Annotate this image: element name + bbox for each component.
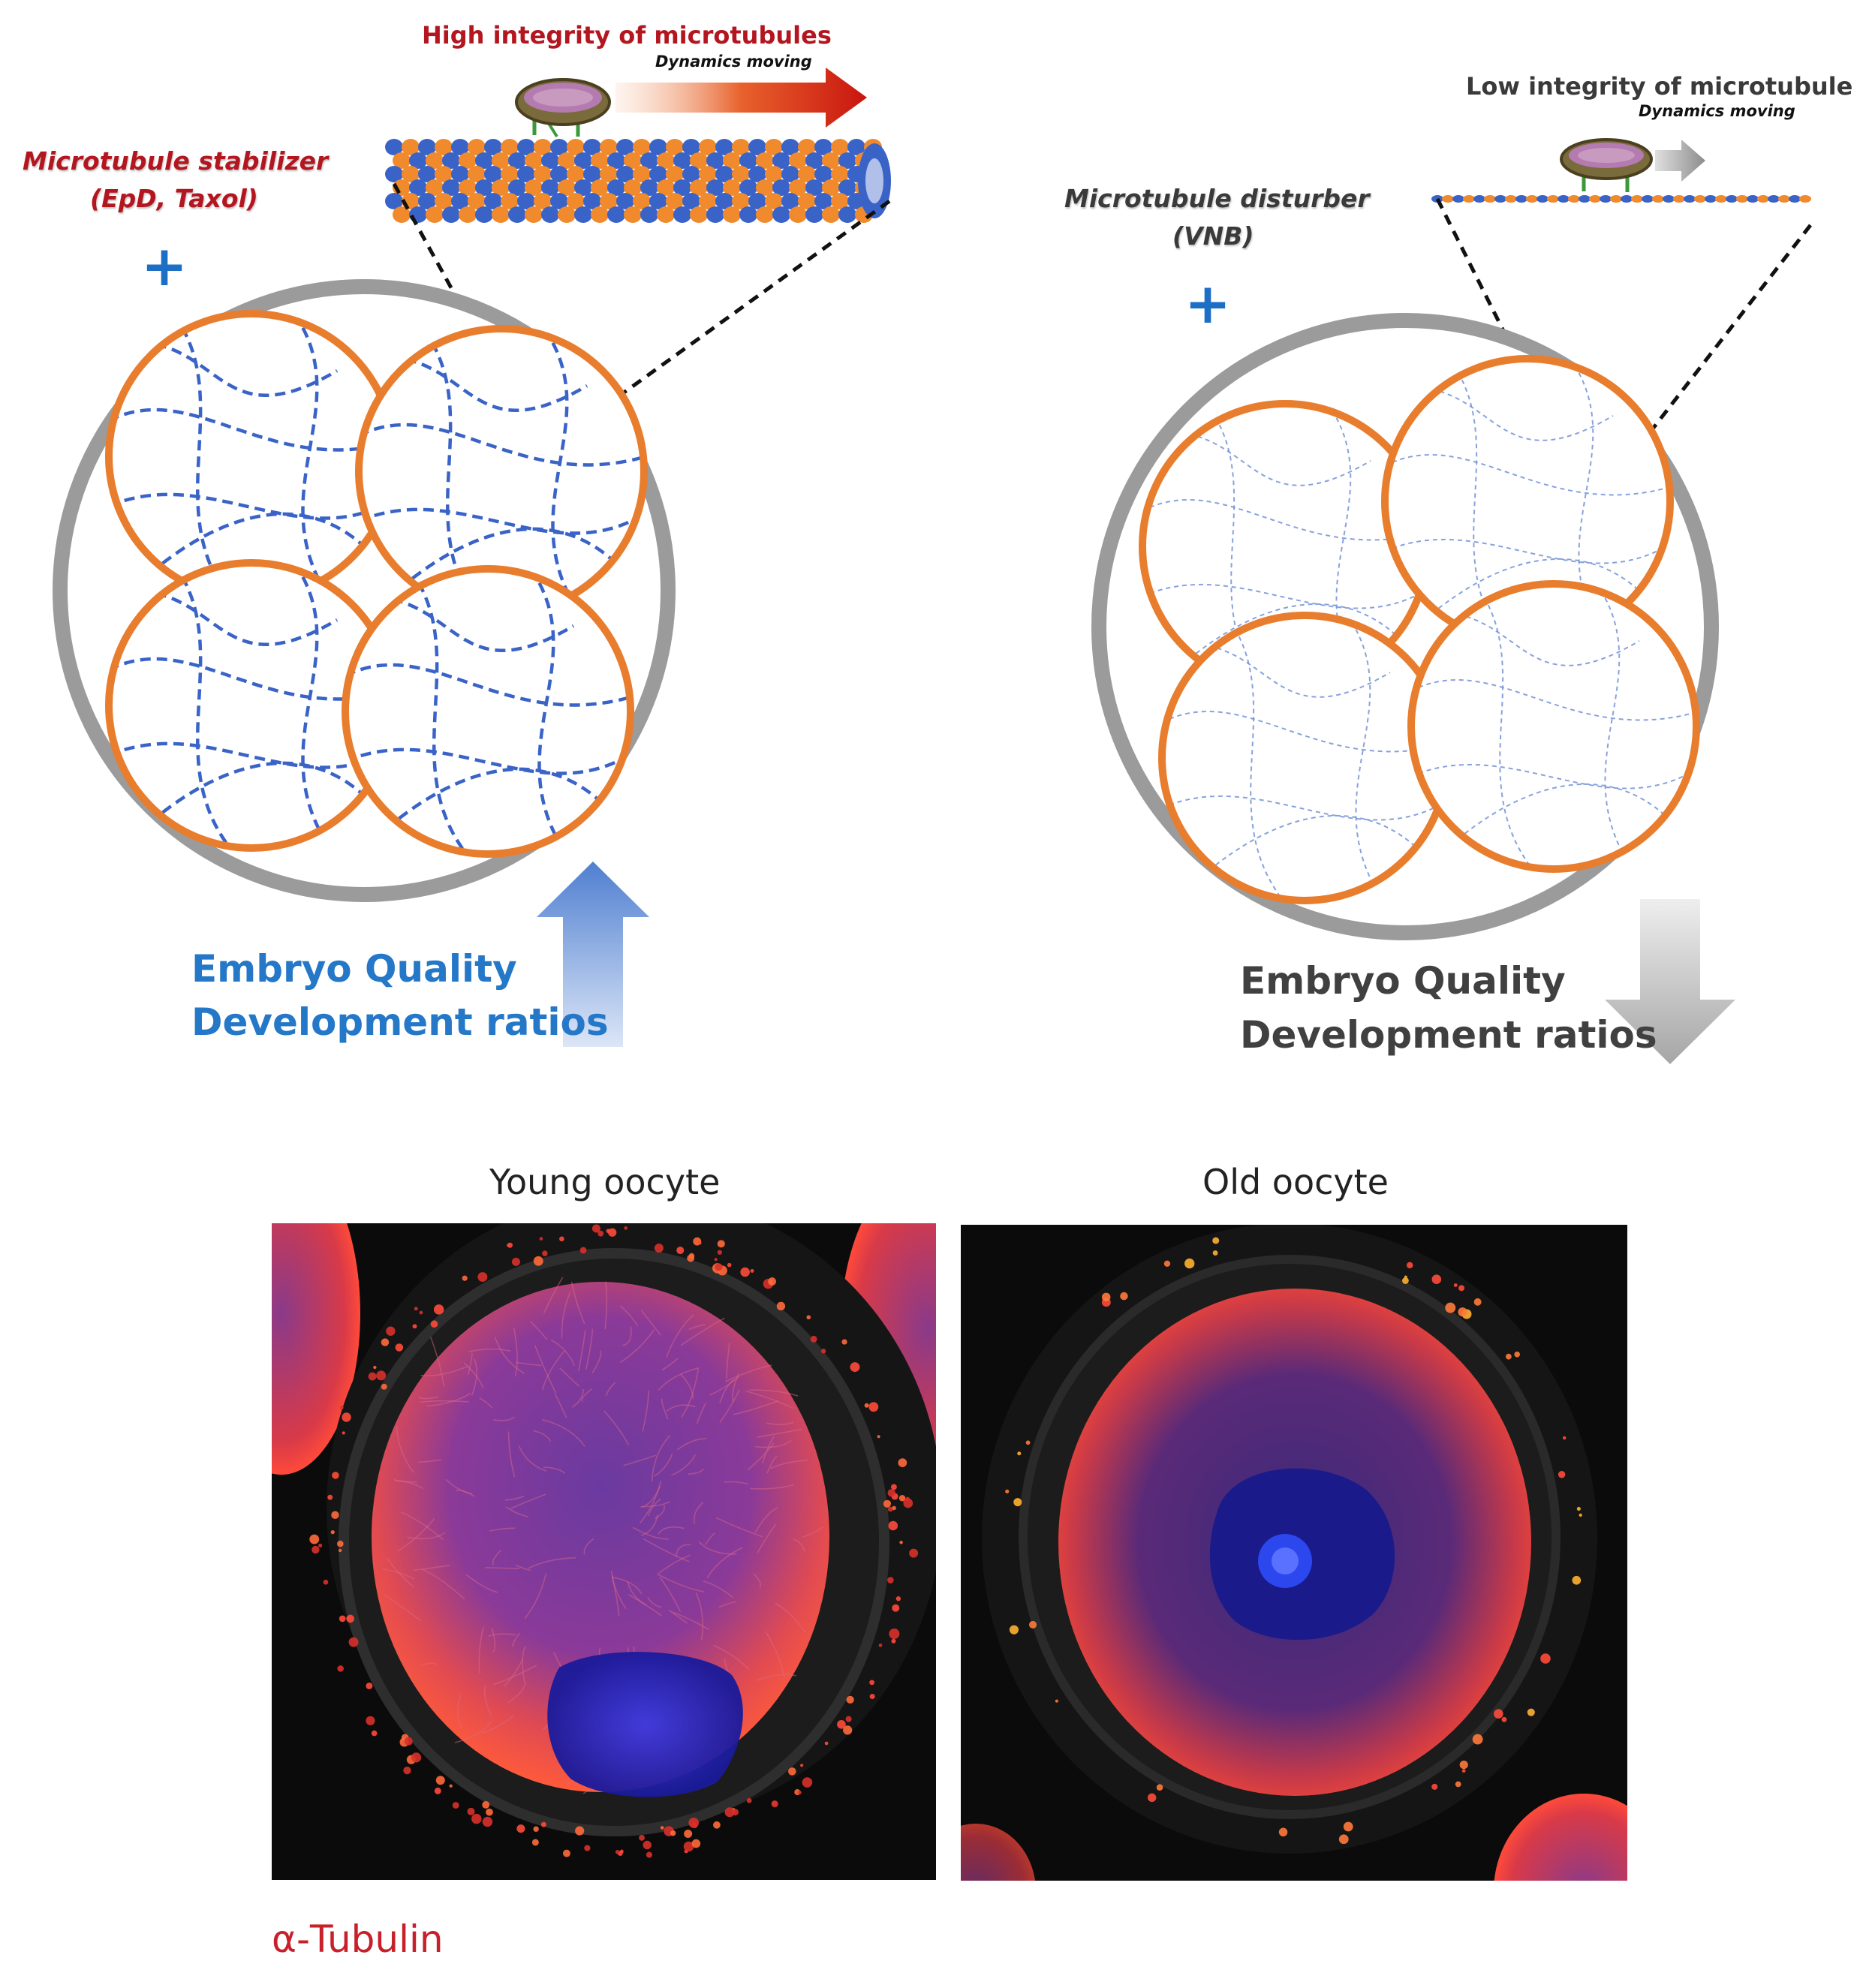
left-outcome-line1: Embryo Quality [191, 947, 517, 991]
stain-label: α-Tubulin [272, 1917, 444, 1961]
young-oocyte-micrograph [272, 1223, 936, 1880]
left-treatment-name: Microtubule stabilizer [23, 146, 329, 176]
stable-microtubule-icon [385, 139, 891, 223]
old-oocyte-label: Old oocyte [1202, 1162, 1389, 1202]
left-dynamics-arrow [615, 68, 867, 128]
left-treatment-examples: (EpD, Taxol) [90, 184, 258, 213]
right-outcome-line1: Embryo Quality [1240, 959, 1566, 1003]
left-up-arrow [537, 862, 649, 1047]
right-zoom-line [1626, 224, 1812, 463]
left-plus-sign: + [141, 234, 188, 299]
right-treatment-name: Microtubule disturber [1064, 184, 1370, 213]
left-integrity-title: High integrity of microtubules [422, 21, 832, 50]
right-down-arrow [1605, 899, 1735, 1064]
right-mitochondrion-icon [1560, 138, 1653, 192]
right-treatment-examples: (VNB) [1172, 221, 1254, 251]
left-dynamics-label: Dynamics moving [655, 53, 812, 71]
right-dynamics-label: Dynamics moving [1639, 102, 1795, 120]
right-plus-sign: + [1184, 272, 1232, 336]
right-integrity-title: Low integrity of microtubules [1466, 72, 1854, 101]
right-blastomeres [1139, 355, 1700, 904]
old-oocyte-micrograph [961, 1225, 1627, 1881]
right-dynamics-arrow [1655, 140, 1705, 182]
left-blastomeres [105, 310, 648, 858]
left-outcome-line2: Development ratios [191, 1000, 609, 1044]
right-outcome-line2: Development ratios [1240, 1013, 1657, 1057]
disrupted-microtubule-icon [1431, 195, 1811, 203]
left-mitochondrion-icon [515, 78, 611, 138]
left-zoom-line [584, 199, 891, 423]
young-oocyte-label: Young oocyte [489, 1162, 721, 1202]
